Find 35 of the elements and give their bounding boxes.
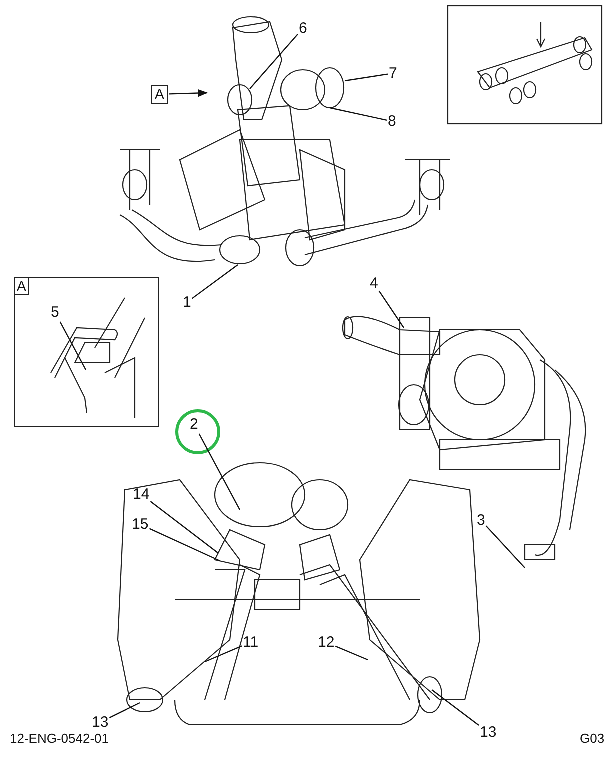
view-label: A — [151, 85, 168, 104]
callout-number: 15 — [132, 516, 149, 533]
leader-line — [204, 646, 242, 663]
callout-number: 13 — [480, 724, 497, 741]
leader-line — [198, 434, 241, 510]
leader-line — [335, 646, 368, 661]
leader-line — [432, 690, 480, 726]
callout-number: 7 — [389, 65, 398, 82]
view-label: A — [15, 278, 30, 295]
callout-number: 2 — [190, 416, 198, 433]
callout-number: 4 — [370, 275, 378, 292]
drawing-number: 12-ENG-0542-01 — [10, 730, 109, 747]
callout-number: 8 — [388, 113, 396, 130]
callout-number: 14 — [133, 486, 150, 503]
callout-number: 3 — [477, 512, 486, 529]
turbocharger-drawing — [342, 316, 586, 561]
leader-line — [486, 526, 526, 568]
leader-line — [192, 264, 238, 300]
leader-line — [150, 501, 218, 554]
leader-line — [378, 290, 404, 328]
leader-line — [330, 107, 388, 121]
detail-inset-panel — [14, 277, 159, 427]
leader-line — [344, 74, 388, 82]
callout-number: 11 — [243, 634, 259, 651]
drawing-number: G03 — [580, 730, 605, 747]
leader-line — [109, 702, 140, 718]
callout-number: 6 — [299, 20, 308, 37]
leader-line — [60, 322, 87, 370]
callout-number: 13 — [92, 714, 109, 731]
callout-number: 5 — [51, 304, 60, 321]
arrow — [169, 89, 208, 98]
callout-number: 12 — [318, 634, 335, 651]
leader-line — [149, 528, 220, 562]
leader-line — [250, 34, 298, 90]
callout-number: 1 — [183, 294, 192, 311]
